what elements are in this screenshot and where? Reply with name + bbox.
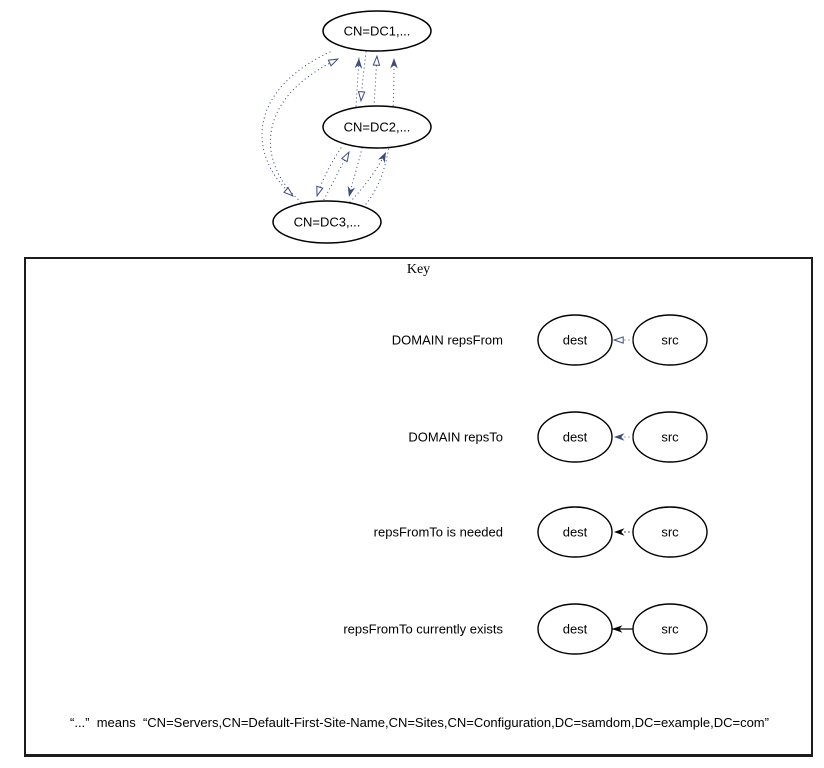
edge-dc2-dc3-repsto — [347, 147, 363, 198]
key-row2-dest-label: dest — [562, 429, 588, 445]
node-dc3-label: CN=DC3,... — [293, 214, 361, 230]
key-row2-src-label: src — [661, 429, 679, 445]
key-shapes — [537, 314, 708, 655]
key-row2-label: DOMAIN repsTo — [408, 429, 503, 445]
key-row3-dest-label: dest — [562, 524, 588, 540]
abbreviation-note: “...” means “CN=Servers,CN=Default-First… — [70, 715, 769, 730]
key-row4-label: repsFromTo currently exists — [343, 621, 503, 637]
key-title: Key — [406, 262, 431, 277]
key-row3-label: repsFromTo is needed — [373, 524, 503, 540]
node-dc1-label: CN=DC1,... — [343, 23, 411, 39]
key-row3-src-label: src — [661, 524, 679, 540]
edge-dc1-dc3-repsfrom — [261, 51, 331, 196]
edge-dc3-dc2-repsfrom — [321, 152, 349, 204]
graph-nodes — [272, 10, 432, 244]
key-row2-dest-ellipse — [537, 411, 613, 463]
key-row4-dest-label: dest — [562, 621, 588, 637]
node-dc2-label: CN=DC2,... — [343, 119, 411, 135]
key-row4-src-label: src — [661, 621, 679, 637]
key-row1-label: DOMAIN repsFrom — [391, 332, 503, 348]
edge-dc2-dc3-repsfrom — [317, 147, 342, 196]
edge-dc2-dc1-repsfrom — [374, 56, 377, 107]
node-dc1 — [322, 10, 432, 52]
key-row1-dest-ellipse — [537, 314, 613, 366]
node-dc2 — [322, 105, 432, 149]
edge-dc2-dc1-repsto — [354, 57, 363, 107]
edge-dc3-dc2-repsto — [349, 151, 387, 203]
node-dc3 — [272, 200, 382, 244]
key-row1-src-label: src — [661, 332, 679, 348]
key-row3-dest-ellipse — [537, 506, 613, 558]
graph-edges — [261, 51, 398, 205]
key-box — [24, 257, 813, 757]
key-row1-dest-label: dest — [562, 332, 588, 348]
edge-dc1-dc2-repsfrom — [361, 51, 367, 101]
